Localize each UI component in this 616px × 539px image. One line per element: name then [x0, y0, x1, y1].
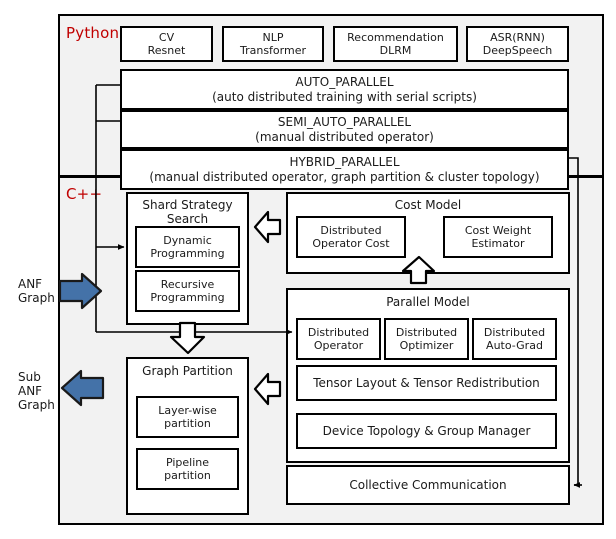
anf-graph-line2: Graph	[18, 291, 55, 305]
model-nlp-line1: NLP	[262, 31, 284, 44]
distributed-operator-line2: Operator	[313, 339, 364, 352]
semi-auto-parallel-name: SEMI_AUTO_PARALLEL	[277, 114, 412, 129]
distributed-auto-grad-box[interactable]: Distributed Auto-Grad	[472, 318, 557, 360]
recursive-programming-line2: Programming	[150, 291, 225, 304]
distributed-auto-grad-line2: Auto-Grad	[486, 339, 543, 352]
model-box-nlp[interactable]: NLP Transformer	[222, 26, 324, 62]
model-asr-line1: ASR(RNN)	[490, 31, 545, 44]
auto-parallel-desc: (auto distributed training with serial s…	[212, 89, 477, 104]
cost-model-title: Cost Model	[394, 198, 462, 212]
distributed-optimizer-box[interactable]: Distributed Optimizer	[384, 318, 469, 360]
model-box-cv[interactable]: CV Resnet	[120, 26, 213, 62]
shard-title-line2: Search	[166, 212, 209, 226]
distributed-operator-cost-line1: Distributed	[320, 224, 382, 237]
tensor-layout-redistribution-box[interactable]: Tensor Layout & Tensor Redistribution	[296, 365, 557, 401]
distributed-optimizer-line1: Distributed	[395, 326, 458, 339]
parallel-mode-hybrid-parallel[interactable]: HYBRID_PARALLEL (manual distributed oper…	[120, 149, 569, 190]
distributed-auto-grad-line1: Distributed	[483, 326, 546, 339]
model-cv-line1: CV	[158, 31, 175, 44]
model-cv-line2: Resnet	[147, 44, 186, 57]
model-nlp-line2: Transformer	[239, 44, 306, 57]
device-topology-group-manager-box[interactable]: Device Topology & Group Manager	[296, 413, 557, 449]
dynamic-programming-line1: Dynamic	[163, 234, 212, 247]
model-rec-line1: Recommendation	[347, 31, 444, 44]
parallel-mode-semi-auto-parallel[interactable]: SEMI_AUTO_PARALLEL (manual distributed o…	[120, 110, 569, 149]
model-box-recommendation[interactable]: Recommendation DLRM	[333, 26, 458, 62]
distributed-operator-box[interactable]: Distributed Operator	[296, 318, 381, 360]
shard-title-line1: Shard Strategy	[142, 198, 233, 212]
pipeline-partition-box[interactable]: Pipeline partition	[136, 448, 239, 490]
anf-graph-line1: ANF	[18, 277, 43, 291]
sub-anf-graph-line1: Sub	[18, 370, 41, 384]
auto-parallel-name: AUTO_PARALLEL	[295, 74, 394, 89]
cost-weight-estimator-line1: Cost Weight	[464, 224, 532, 237]
semi-auto-parallel-desc: (manual distributed operator)	[255, 129, 434, 144]
pipeline-partition-line2: partition	[164, 469, 211, 482]
layer-wise-partition-box[interactable]: Layer-wise partition	[136, 396, 239, 438]
model-box-asr[interactable]: ASR(RNN) DeepSpeech	[466, 26, 569, 62]
sub-anf-graph-line2: ANF	[18, 384, 43, 398]
distributed-operator-cost-line2: Operator Cost	[312, 237, 390, 250]
sub-anf-graph-line3: Graph	[18, 398, 55, 412]
parallel-model-title: Parallel Model	[386, 295, 470, 309]
dynamic-programming-line2: Programming	[150, 247, 225, 260]
shard-strategy-search-title: Shard Strategy Search	[126, 198, 249, 226]
python-layer-label: Python	[66, 24, 120, 42]
distributed-operator-cost-box[interactable]: Distributed Operator Cost	[296, 216, 406, 258]
hybrid-parallel-desc: (manual distributed operator, graph part…	[149, 169, 540, 184]
sub-anf-graph-output-label: Sub ANF Graph	[18, 370, 55, 412]
collective-communication-box[interactable]: Collective Communication	[286, 465, 570, 505]
graph-partition-title: Graph Partition	[142, 364, 233, 378]
pipeline-partition-line1: Pipeline	[165, 456, 210, 469]
parallel-mode-auto-parallel[interactable]: AUTO_PARALLEL (auto distributed training…	[120, 69, 569, 110]
cost-weight-estimator-line2: Estimator	[471, 237, 525, 250]
distributed-optimizer-line2: Optimizer	[399, 339, 454, 352]
cost-weight-estimator-box[interactable]: Cost Weight Estimator	[443, 216, 553, 258]
recursive-programming-box[interactable]: Recursive Programming	[135, 270, 240, 312]
model-asr-line2: DeepSpeech	[482, 44, 553, 57]
recursive-programming-line1: Recursive	[160, 278, 215, 291]
model-rec-line2: DLRM	[379, 44, 412, 57]
hybrid-parallel-name: HYBRID_PARALLEL	[289, 154, 400, 169]
dynamic-programming-box[interactable]: Dynamic Programming	[135, 226, 240, 268]
cpp-layer-label: C++	[66, 185, 103, 203]
distributed-operator-line1: Distributed	[307, 326, 370, 339]
layer-wise-partition-line2: partition	[164, 417, 211, 430]
layer-wise-partition-line1: Layer-wise	[158, 404, 217, 417]
anf-graph-input-label: ANF Graph	[18, 277, 55, 305]
